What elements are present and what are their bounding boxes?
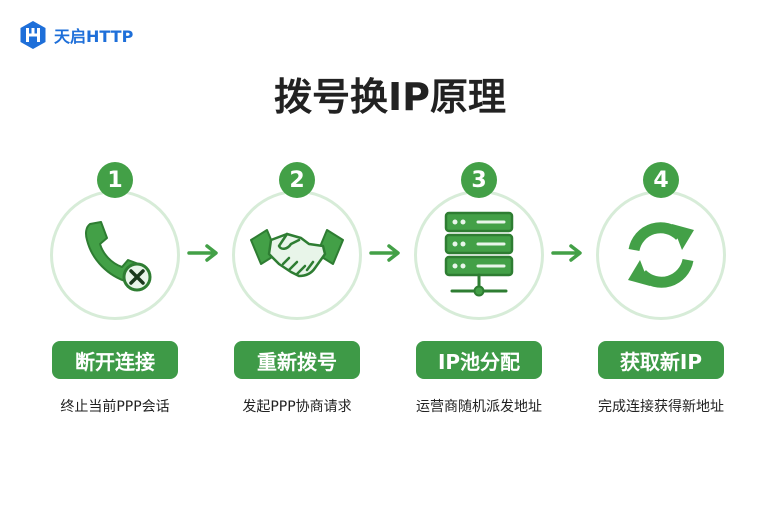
brand: 天启HTTP — [18, 20, 133, 50]
page-title: 拨号换IP原理 — [274, 75, 506, 119]
refresh-icon — [628, 222, 694, 288]
step-label: IP池分配 — [416, 341, 542, 379]
step-redial: 2 重新拨号 发起PPP协商请求 — [212, 0, 382, 520]
step-label: 重新拨号 — [234, 341, 360, 379]
step-description: 完成连接获得新地址 — [598, 399, 724, 415]
step-icon-ring — [232, 190, 362, 320]
step-number: 3 — [461, 162, 497, 198]
step-icon-ring — [596, 190, 726, 320]
brand-logo-icon — [20, 21, 46, 49]
phone-hangup-icon — [85, 221, 152, 292]
handshake-icon — [250, 229, 344, 278]
arrow-right-icon — [187, 244, 218, 262]
server-icon — [444, 211, 514, 297]
step-description: 终止当前PPP会话 — [60, 399, 170, 415]
step-icon-ring — [50, 190, 180, 320]
brand-name: 天启HTTP — [54, 27, 134, 46]
arrow-right-icon — [369, 244, 400, 262]
arrow-right-icon — [551, 244, 582, 262]
step-description: 运营商随机派发地址 — [416, 399, 542, 415]
step-icon-ring — [414, 190, 544, 320]
step-number: 2 — [279, 162, 315, 198]
step-new-ip: 4 获取新IP 完成连接获得新地址 — [576, 0, 746, 520]
step-ip-pool: 3 IP池分配 运营商随机派发地址 — [394, 0, 564, 520]
step-description: 发起PPP协商请求 — [242, 399, 352, 415]
step-number: 4 — [643, 162, 679, 198]
step-label: 断开连接 — [52, 341, 178, 379]
step-disconnect: 1 断开连接 终止当前PPP会话 — [30, 0, 200, 520]
step-number: 1 — [97, 162, 133, 198]
step-label: 获取新IP — [598, 341, 724, 379]
